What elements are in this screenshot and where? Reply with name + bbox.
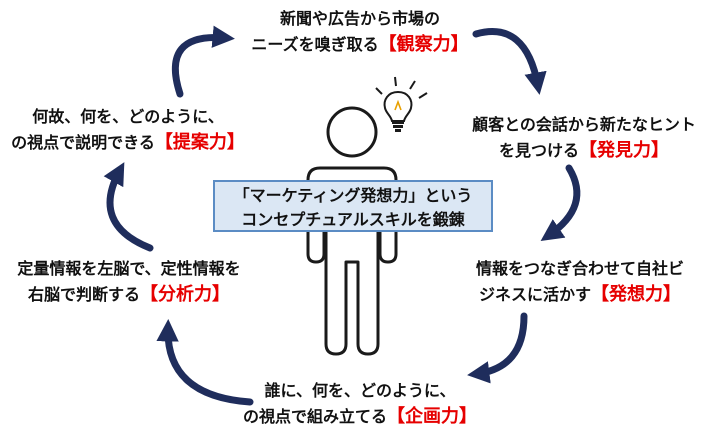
lightbulb-icon (375, 76, 428, 132)
node-observation-line2: ニーズを嗅ぎ取る (251, 35, 379, 54)
node-planning-line2: の視点で組み立てる (242, 407, 387, 426)
node-observation: 新聞や広告から市場の ニーズを嗅ぎ取る【観察力】 (240, 6, 480, 58)
skill-ideation: 【発想力】 (591, 284, 681, 305)
center-line-2: コンセプチュアルスキルを鍛錬 (241, 210, 465, 229)
node-discovery: 顧客との会話から新たなヒント を見つける【発見力】 (466, 112, 702, 164)
node-ideation-line2: ジネスに活かす (478, 285, 591, 304)
skill-proposal: 【提案力】 (154, 132, 245, 153)
skill-discovery: 【発見力】 (579, 140, 669, 161)
node-proposal: 何故、何を、どのように、 の視点で説明できる【提案力】 (8, 104, 248, 156)
node-analysis-line2: 右脳で判断する (27, 285, 140, 304)
arrow-ideation-to-planning (467, 312, 528, 384)
node-ideation: 情報をつなぎ合わせて自社ビ ジネスに活かす【発想力】 (458, 256, 702, 308)
person-head (326, 106, 378, 158)
center-concept-box: 「マーケティング発想力」という コンセプチュアルスキルを鍛錬 (213, 180, 493, 232)
arrow-analysis-to-proposal (103, 162, 154, 252)
node-discovery-line1: 顧客との会話から新たなヒント (472, 115, 696, 134)
skill-observation: 【観察力】 (378, 34, 469, 55)
person-icon (306, 106, 398, 356)
arrow-proposal-to-observation (171, 25, 235, 98)
person-body (306, 166, 398, 356)
arrow-discovery-to-ideation (540, 164, 581, 242)
node-analysis: 定量情報を左脳で、定性情報を 右脳で判断する【分析力】 (4, 256, 254, 308)
skill-planning: 【企画力】 (387, 406, 477, 427)
node-proposal-line1: 何故、何を、どのように、 (32, 107, 224, 126)
node-planning: 誰に、何を、どのように、 の視点で組み立てる【企画力】 (230, 378, 490, 430)
node-ideation-line1: 情報をつなぎ合わせて自社ビ (475, 259, 684, 278)
center-line-1: 「マーケティング発想力」という (233, 186, 473, 205)
node-observation-line1: 新聞や広告から市場の (279, 9, 440, 28)
node-proposal-line2: の視点で説明できる (11, 133, 155, 152)
arrow-planning-to-analysis (156, 319, 254, 406)
node-discovery-line2: を見つける (498, 141, 579, 160)
arrow-observation-to-discovery (472, 28, 547, 95)
node-planning-line1: 誰に、何を、どのように、 (264, 381, 456, 400)
node-analysis-line1: 定量情報を左脳で、定性情報を (17, 259, 241, 278)
skill-analysis: 【分析力】 (140, 284, 230, 305)
